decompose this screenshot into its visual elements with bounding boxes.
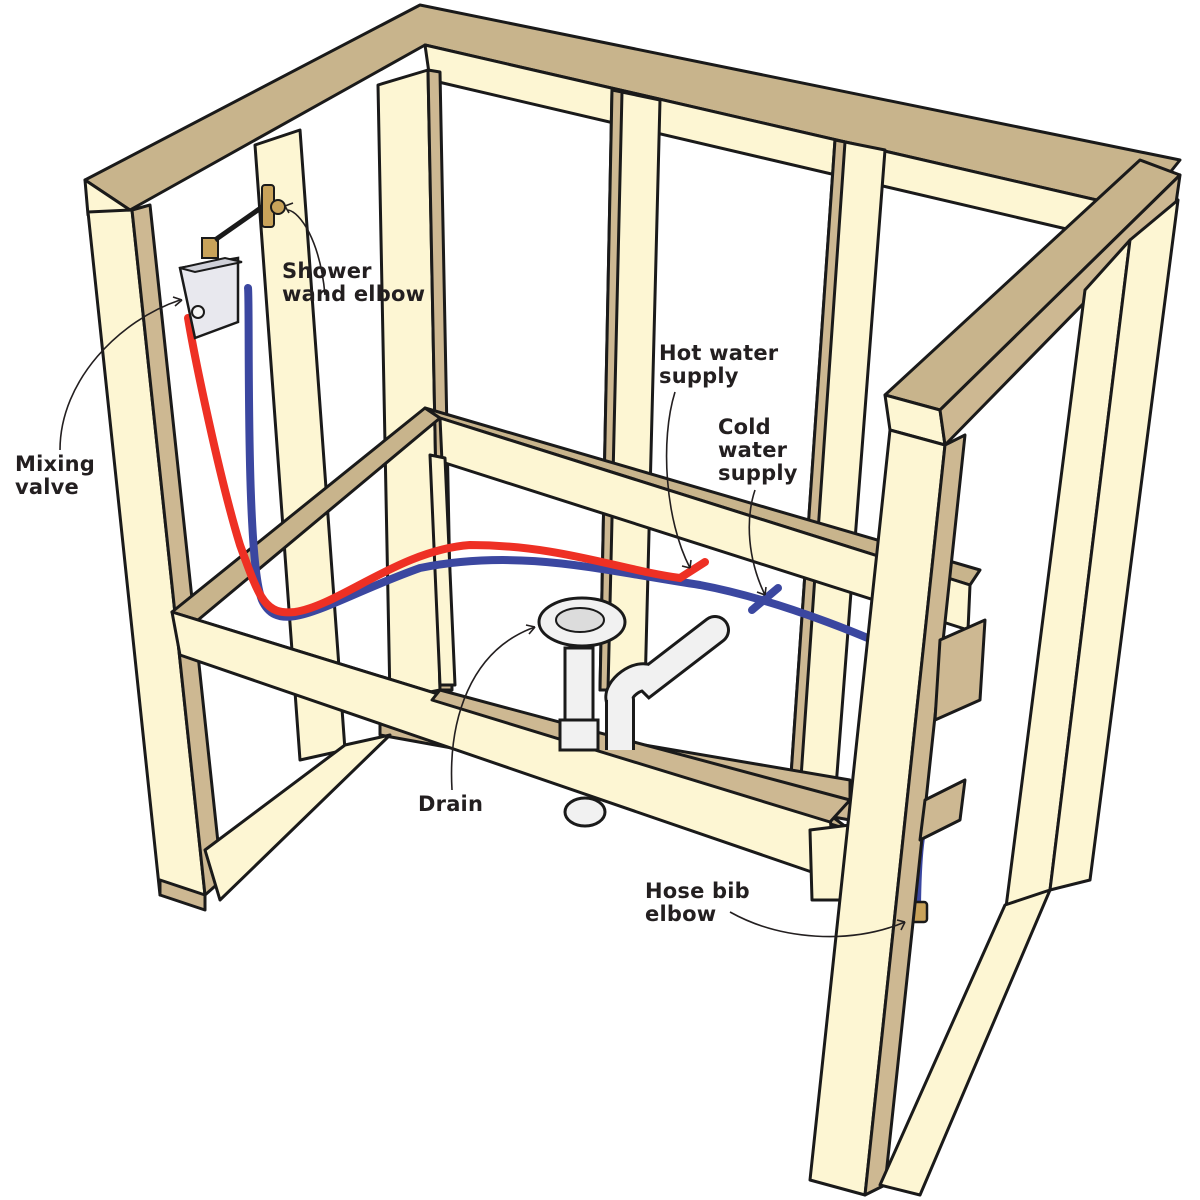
right-blocking-2 [918,778,967,842]
leader-cold-water-supply [748,489,766,596]
left-wall-frame [86,203,392,912]
arrowhead-mixing-valve [172,296,183,307]
cold-water-pipe [244,284,944,676]
arrowhead-shower-wand-elbow [284,202,294,214]
right-wall-frame [808,158,1182,1197]
right-blocking-1 [933,618,987,722]
mixing-valve [178,237,243,340]
right-rear-stud [1048,198,1180,892]
leader-drain [450,626,536,791]
cold-water-stub [748,584,782,614]
arrowhead-drain [525,624,536,635]
leader-lines [59,202,906,938]
label-mixing-valve: Mixing valve [15,452,96,499]
tub-frame [170,406,982,902]
label-hose-bib-elbow: Hose bib elbow [645,879,750,926]
label-drain: Drain [418,792,484,816]
left-bottom-plate [203,733,392,902]
arrowhead-hose-bib-elbow [896,919,906,931]
hot-water-pipe [184,314,709,617]
left-bottom-plate-end [158,878,207,912]
arrowhead-cold-water-supply [756,586,767,596]
label-cold-water-supply: Cold water supply [718,415,798,485]
tub-frame-back-ledger [430,688,852,824]
label-shower-wand-elbow: Shower wand elbow [282,259,426,306]
label-hot-water-supply: Hot water supply [659,341,779,388]
leader-mixing-valve [59,299,181,451]
right-bottom-plate [878,888,1052,1197]
arrowhead-hot-water-supply [681,559,692,569]
leader-hot-water-supply [665,391,691,569]
drain-assembly [537,596,730,828]
tub-frame-back-post [428,453,457,687]
leader-hose-bib-elbow [729,911,906,938]
leader-shower-wand-elbow [287,209,326,296]
